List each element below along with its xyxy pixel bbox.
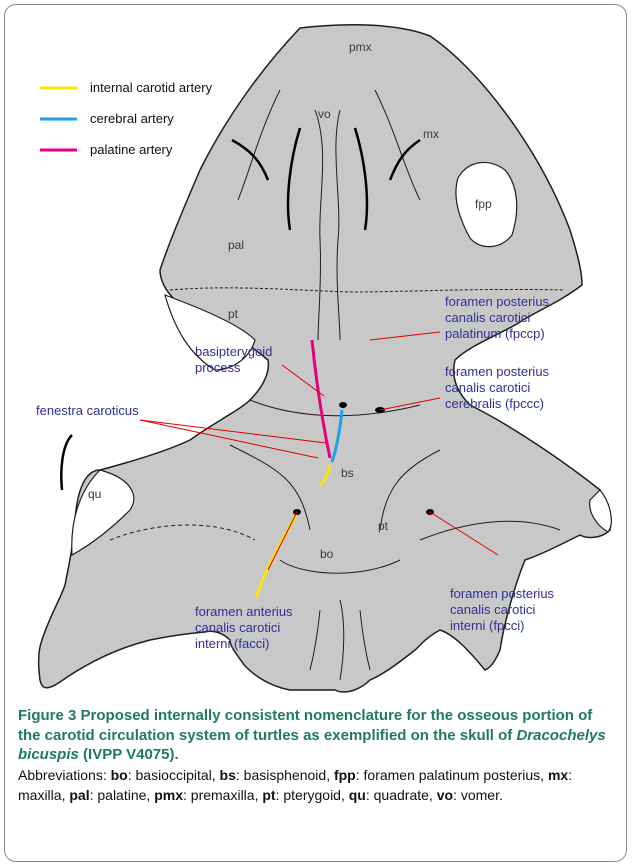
abbreviations-lead: Abbreviations: [18, 767, 111, 783]
legend-label-internal-carotid: internal carotid artery [90, 80, 213, 95]
annotation-fpccp: foramen posterius canalis carotici palat… [445, 294, 553, 341]
legend-label-palatine: palatine artery [90, 142, 173, 157]
label-qu: qu [88, 487, 101, 501]
annotation-basipterygoid: basipterygoid process [195, 344, 276, 375]
figure-caption: Figure 3 Proposed internally consistent … [18, 706, 618, 806]
label-pt-left: pt [228, 307, 239, 321]
label-pmx: pmx [349, 40, 372, 54]
caption-title: Figure 3 Proposed internally consistent … [18, 706, 618, 765]
annotation-fenestra: fenestra caroticus [36, 403, 139, 418]
legend-label-cerebral: cerebral artery [90, 111, 174, 126]
label-bo: bo [320, 547, 334, 561]
label-pt-right: pt [378, 519, 389, 533]
facci-foramen [293, 509, 301, 515]
label-bs: bs [341, 466, 354, 480]
skull-illustration: internal carotid artery cerebral artery … [0, 0, 633, 700]
label-pal: pal [228, 238, 244, 252]
legend: internal carotid artery cerebral artery … [40, 80, 213, 157]
caption-figure-number: Figure 3 [18, 707, 76, 724]
label-fpp: fpp [475, 197, 492, 211]
caption-title-text: Proposed internally consistent nomenclat… [18, 707, 592, 744]
basipterygoid-foramen [339, 402, 347, 408]
label-mx: mx [423, 127, 439, 141]
annotation-fpccc: foramen posterius canalis carotici cereb… [445, 364, 553, 411]
annotation-fpcci: foramen posterius canalis carotici inter… [450, 586, 558, 633]
label-vo: vo [318, 107, 331, 121]
caption-specimen: (IVPP V4075). [79, 746, 179, 763]
caption-abbreviations: Abbreviations: bo: basioccipital, bs: ba… [18, 765, 618, 806]
